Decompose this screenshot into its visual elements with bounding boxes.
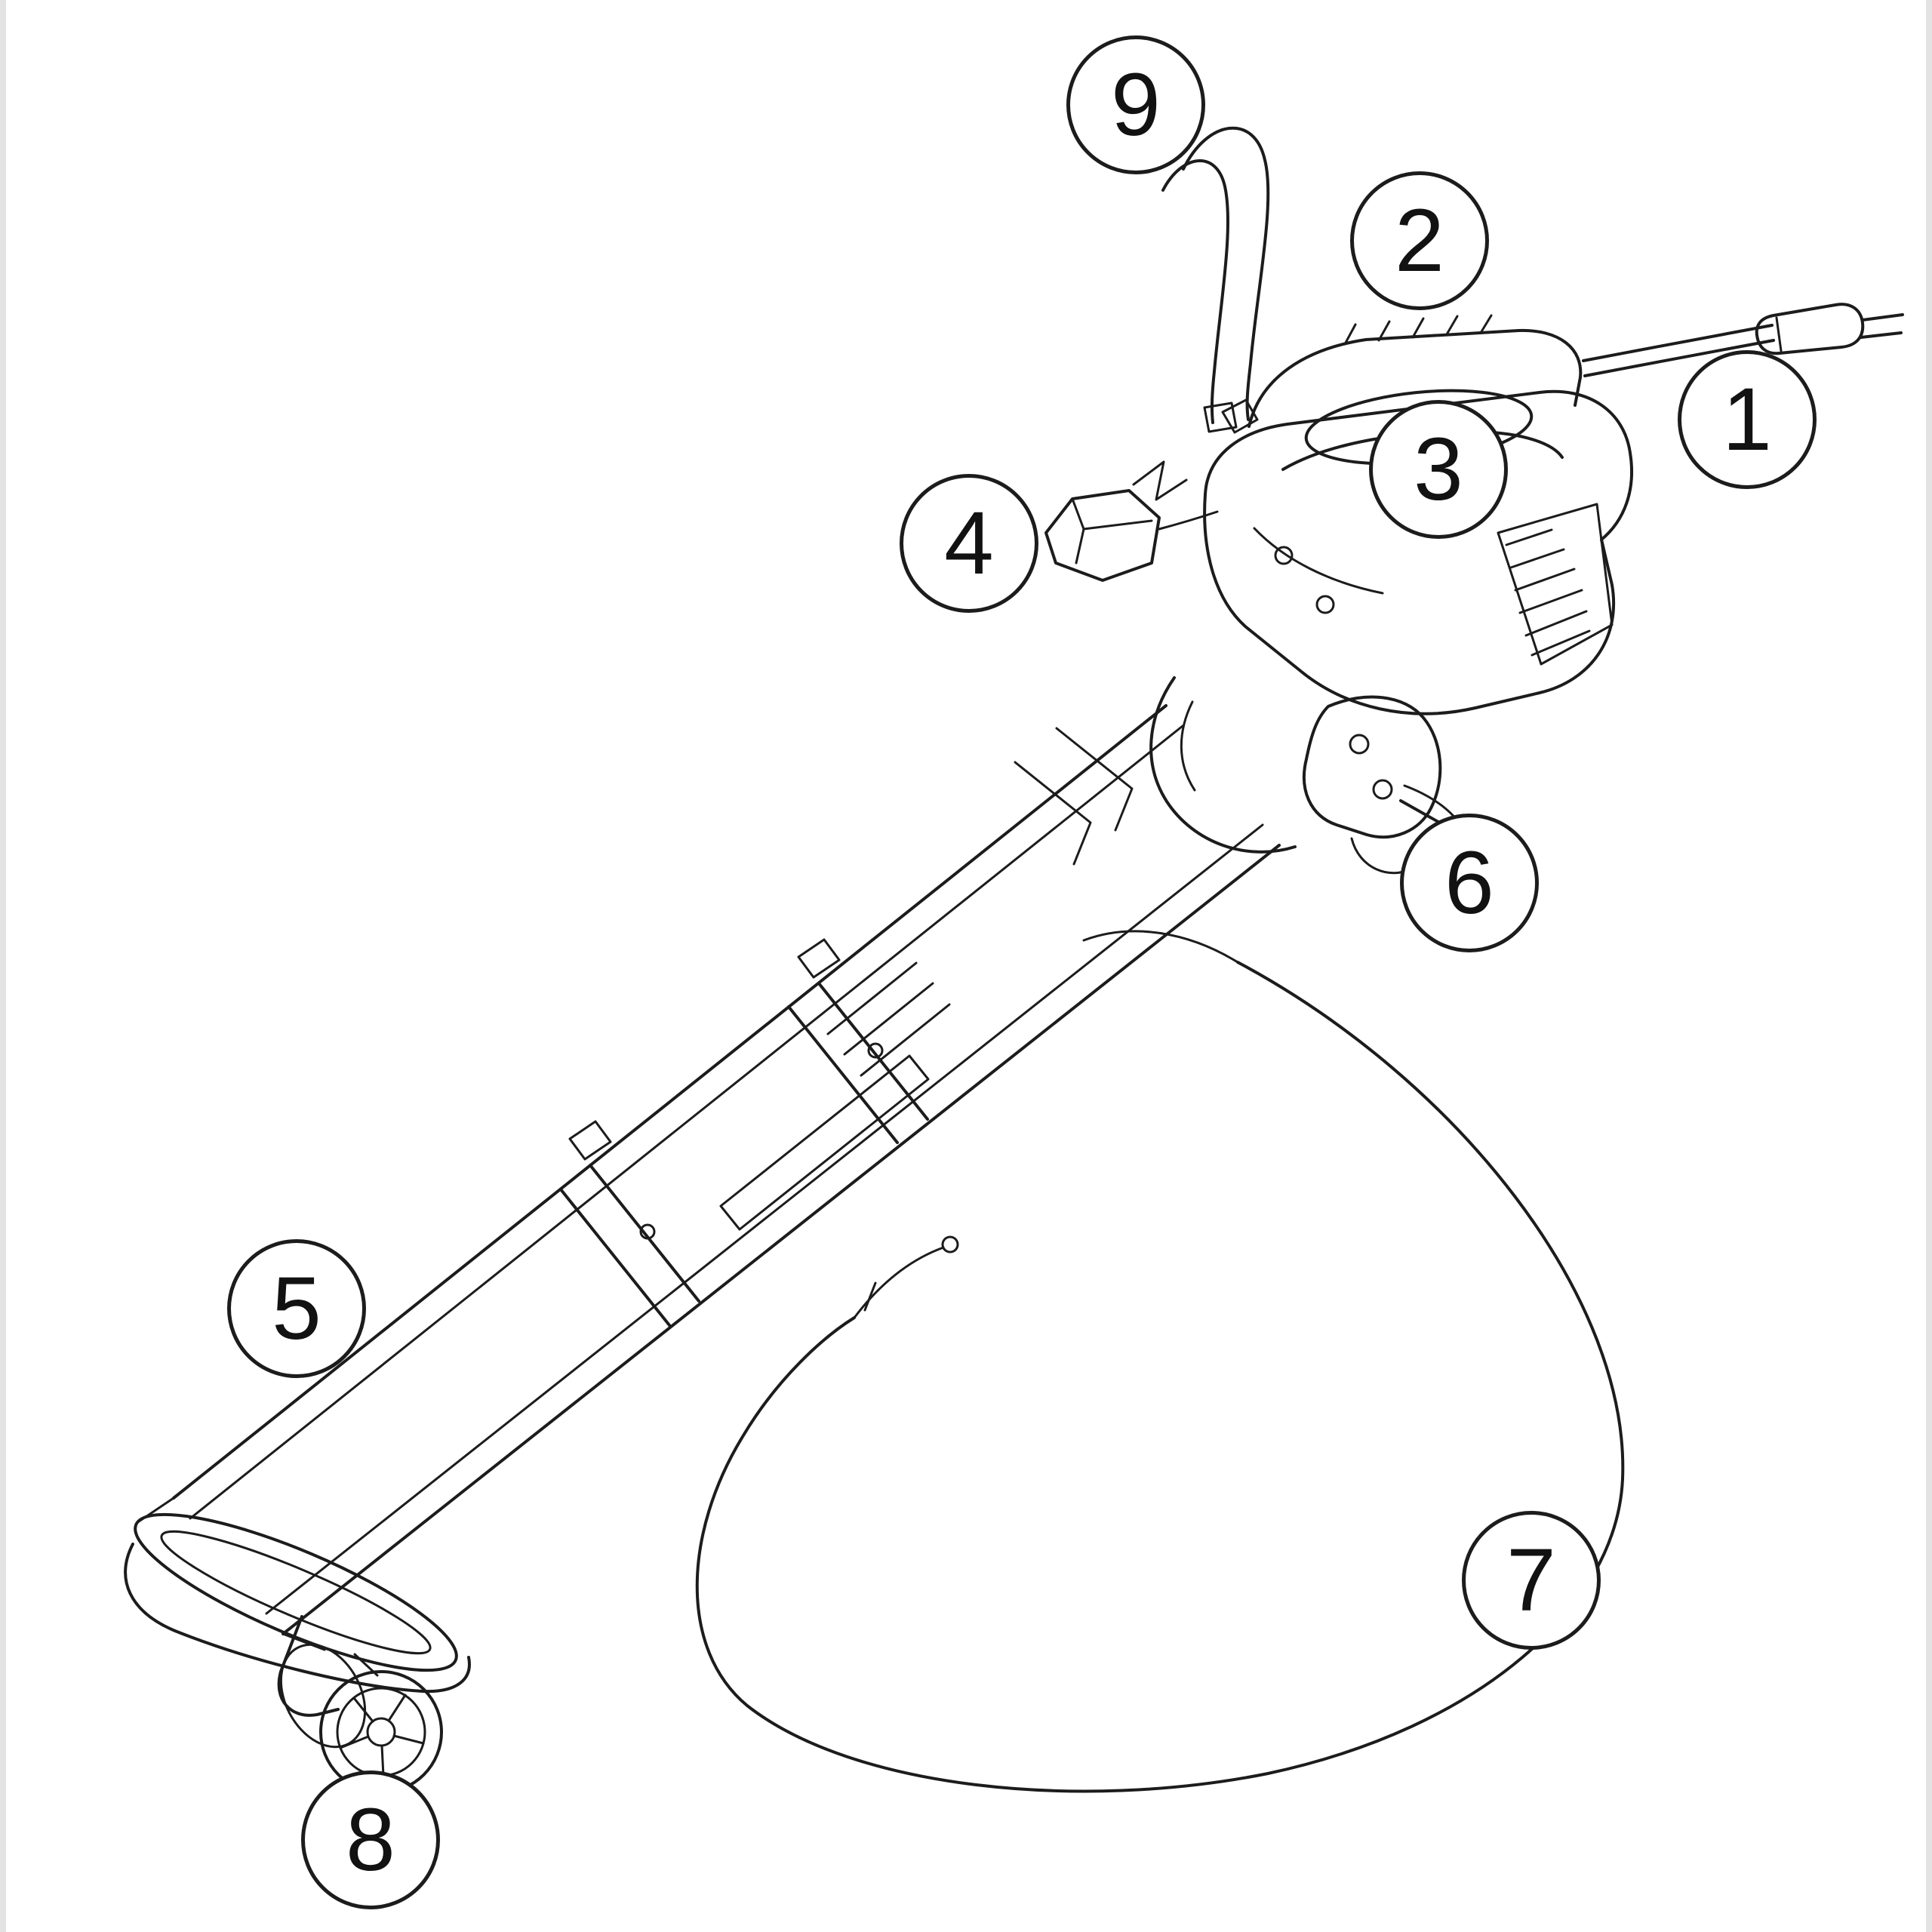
strap-cable [1161,126,1270,433]
collection-bag [695,930,1625,1793]
callout-1: 1 [1678,350,1817,489]
callout-6-label: 6 [1444,833,1494,933]
callout-4-label: 4 [944,494,994,593]
left-edge-artifact [0,0,6,1932]
callout-7-label: 7 [1506,1531,1556,1630]
suction-nozzle [124,1497,471,1694]
blower-tube [172,704,1281,1635]
callout-3: 3 [1369,400,1508,539]
callout-4: 4 [900,474,1038,613]
callout-5: 5 [227,1239,366,1378]
callout-2-label: 2 [1395,191,1444,291]
motor-housing [1132,314,1634,715]
callout-1-label: 1 [1722,370,1772,469]
callout-2: 2 [1350,171,1489,310]
callout-8-label: 8 [346,1790,395,1890]
support-wheel [277,1615,443,1794]
callout-9-label: 9 [1111,55,1161,155]
power-cord-and-plug [1582,303,1904,377]
callout-3-label: 3 [1414,420,1463,519]
front-grip [1044,489,1219,582]
callout-9: 9 [1066,35,1205,174]
right-edge-artifact [1926,0,1932,1932]
callout-7: 7 [1462,1511,1601,1650]
callout-8: 8 [301,1770,440,1909]
callout-6: 6 [1400,814,1539,952]
callout-5-label: 5 [272,1259,321,1358]
fan-volute [1149,676,1297,854]
